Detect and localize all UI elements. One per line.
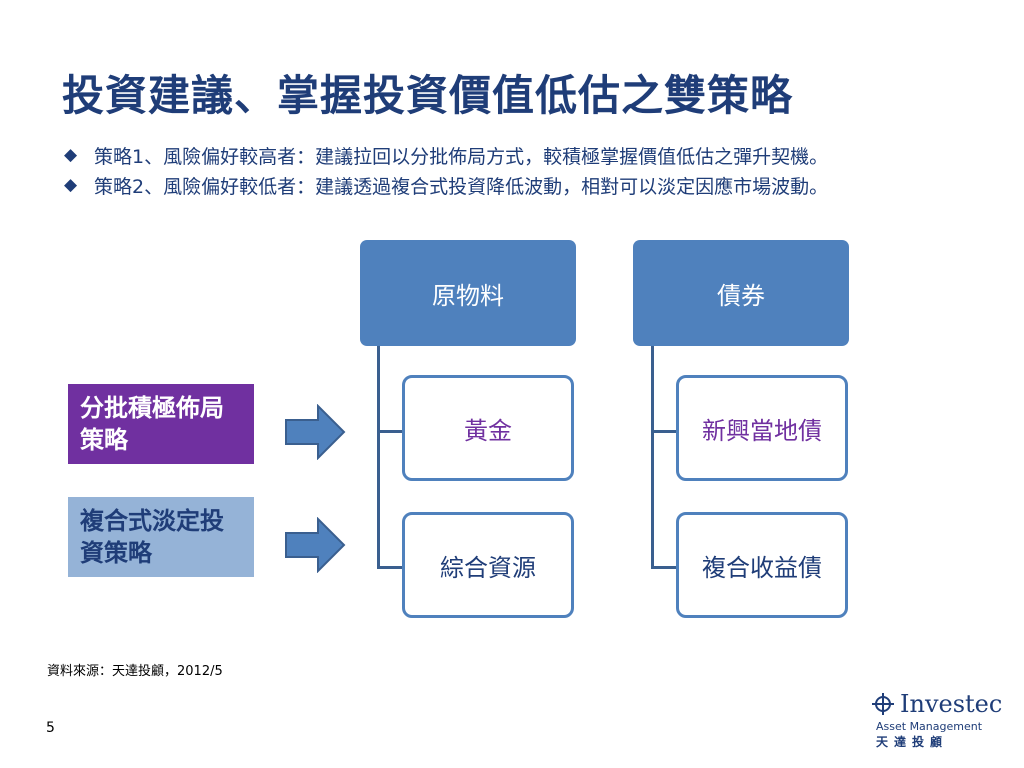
investec-logo: Investec Asset Management 天達投顧 bbox=[872, 690, 1012, 750]
right-arrow-icon bbox=[285, 517, 346, 573]
tree-connector bbox=[651, 346, 679, 569]
strategy-box-conservative: 複合式淡定投資策略 bbox=[68, 497, 254, 577]
asset-box-em-local-debt: 新興當地債 bbox=[676, 375, 848, 481]
strategy-box-aggressive: 分批積極佈局策略 bbox=[68, 384, 254, 464]
logo-subtitle: Asset Management bbox=[876, 720, 983, 733]
tree-connector bbox=[377, 346, 405, 569]
diamond-bullet-icon: ◆ bbox=[64, 145, 78, 165]
logo-brand-name: Investec bbox=[900, 690, 1003, 718]
source-note: 資料來源：天達投顧，2012/5 bbox=[47, 664, 223, 679]
bullet-item-2: ◆ 策略2、風險偏好較低者：建議透過複合式投資降低波動，相對可以淡定因應市場波動… bbox=[64, 170, 828, 200]
asset-box-multi-income-bond: 複合收益債 bbox=[676, 512, 848, 618]
category-header-commodities: 原物料 bbox=[360, 240, 576, 346]
bullet-item-1: ◆ 策略1、風險偏好較高者：建議拉回以分批佈局方式，較積極掌握價值低估之彈升契機… bbox=[64, 140, 828, 170]
bullet-text-2: 策略2、風險偏好較低者：建議透過複合式投資降低波動，相對可以淡定因應市場波動。 bbox=[94, 175, 829, 198]
bullet-list: ◆ 策略1、風險偏好較高者：建議拉回以分批佈局方式，較積極掌握價值低估之彈升契機… bbox=[64, 140, 828, 200]
diamond-bullet-icon: ◆ bbox=[64, 175, 78, 195]
category-header-bonds: 債券 bbox=[633, 240, 849, 346]
asset-box-gold: 黃金 bbox=[402, 375, 574, 481]
right-arrow-icon bbox=[285, 404, 346, 460]
slide-title: 投資建議、掌握投資價值低估之雙策略 bbox=[62, 71, 794, 120]
page-number: 5 bbox=[46, 720, 55, 736]
investec-zebra-icon bbox=[872, 693, 894, 715]
bullet-text-1: 策略1、風險偏好較高者：建議拉回以分批佈局方式，較積極掌握價值低估之彈升契機。 bbox=[94, 145, 829, 168]
logo-chinese-name: 天達投顧 bbox=[876, 735, 949, 749]
asset-box-global-resources: 綜合資源 bbox=[402, 512, 574, 618]
